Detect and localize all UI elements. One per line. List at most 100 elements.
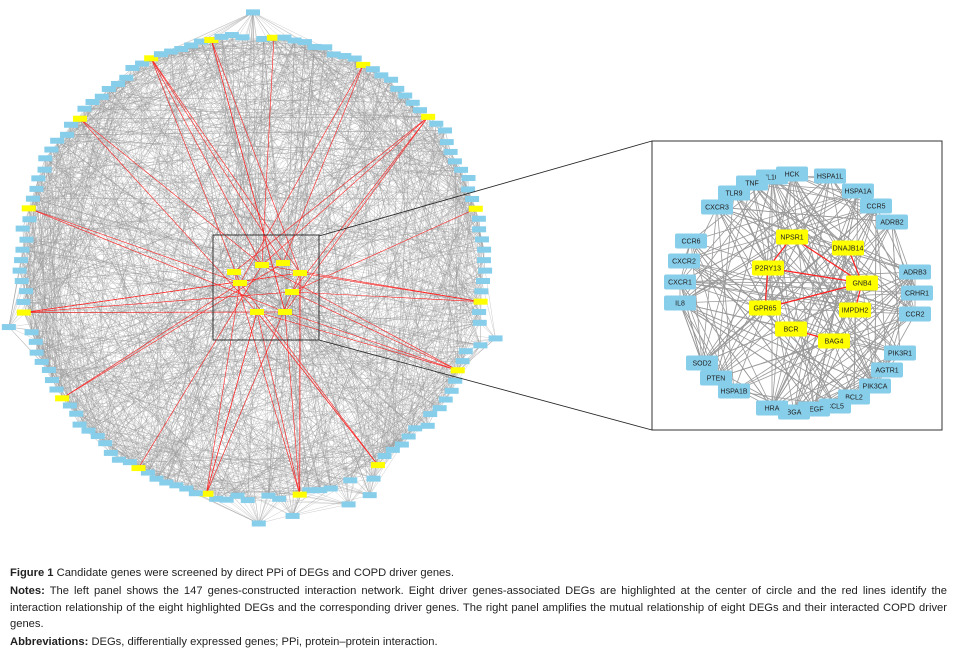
network-edge [129, 40, 295, 463]
driver-node [135, 60, 150, 67]
highlight-edge [206, 282, 241, 494]
network-edge [41, 149, 52, 362]
network-edge [292, 75, 382, 516]
driver-node [444, 387, 459, 394]
network-edge [166, 264, 263, 483]
network-edge [414, 218, 480, 429]
network-edge [36, 37, 285, 190]
driver-node [472, 319, 487, 326]
driver-node [447, 158, 462, 165]
network-edge [263, 38, 374, 479]
network-edge [36, 188, 300, 495]
driver-node [277, 34, 292, 41]
driver-node [209, 495, 224, 502]
network-edge [242, 37, 458, 371]
network-edge [853, 309, 856, 398]
network-edge [22, 249, 80, 425]
node-label: CXCR2 [672, 258, 696, 265]
network-edge [191, 45, 479, 219]
network-edge [309, 455, 385, 491]
network-edge [683, 190, 859, 262]
network-edge [186, 311, 258, 489]
network-edge [733, 192, 901, 354]
network-edge [51, 379, 167, 483]
network-edge [62, 398, 310, 491]
highlight-edge [299, 272, 481, 302]
driver-node [448, 377, 463, 384]
node-label: ADRB2 [880, 219, 903, 226]
network-edge [215, 311, 286, 499]
network-edge [384, 218, 480, 457]
network-edge [701, 205, 877, 364]
network-edge [101, 96, 177, 486]
network-edge [261, 218, 479, 266]
node-label: SOD2 [692, 360, 711, 367]
network-edge [348, 478, 374, 505]
node-label: CCL5 [826, 403, 844, 410]
driver-node [101, 85, 116, 92]
network-edge [791, 173, 893, 223]
driver-node [307, 43, 322, 50]
node-label: IL10 [765, 174, 779, 181]
driver-node-il8: IL8 [664, 295, 696, 311]
network-edge [195, 490, 310, 494]
network-edge [284, 311, 446, 400]
highlight-edge [764, 282, 863, 309]
network-edge [733, 271, 916, 392]
deg-node [468, 205, 483, 212]
left-network-panel [1, 9, 503, 527]
network-edge [354, 58, 394, 450]
network-edge [57, 140, 486, 271]
figure-abbreviations: Abbreviations: DEGs, differentially expr… [10, 634, 947, 651]
driver-node [420, 422, 435, 429]
network-edge [36, 88, 398, 353]
network-edge [261, 264, 321, 491]
node-label: BGA [787, 409, 802, 416]
network-edge [261, 95, 406, 266]
network-edge [350, 130, 446, 481]
notes-text: The left panel shows the 147 genes-const… [10, 585, 948, 630]
network-edge [716, 206, 893, 223]
network-edge [97, 47, 326, 437]
abbr-label: Abbreviations: [10, 636, 89, 648]
network-edge [28, 46, 315, 209]
network-edge [216, 370, 458, 499]
network-edge [84, 108, 286, 313]
network-edge [36, 151, 451, 353]
highlight-edge [256, 311, 301, 495]
network-edge [216, 338, 496, 499]
driver-node [472, 308, 487, 315]
network-edge [22, 228, 248, 501]
driver-node [15, 246, 30, 253]
network-edge [683, 260, 855, 398]
network-edge [701, 271, 916, 364]
driver-node [366, 475, 381, 482]
node-label: GNB4 [852, 280, 871, 287]
network-edge [226, 189, 469, 500]
network-edge [304, 41, 485, 250]
network-edge [231, 34, 466, 352]
driver-node [188, 490, 203, 497]
highlight-edge [79, 118, 258, 313]
network-edge [392, 189, 469, 450]
highlight-edge [150, 58, 301, 274]
network-edge [19, 79, 392, 271]
network-edge [45, 158, 431, 415]
network-edge [268, 64, 364, 496]
network-edge [384, 161, 456, 457]
network-edge [132, 67, 440, 409]
network-edge [221, 36, 235, 273]
driver-node [313, 487, 328, 494]
network-edge [381, 75, 452, 391]
network-edge [206, 189, 469, 494]
network-edge [22, 249, 106, 444]
network-edge [206, 271, 235, 494]
network-edge [273, 37, 409, 437]
highlight-edge [291, 116, 429, 293]
network-edge [690, 190, 859, 242]
network-edge [460, 169, 473, 200]
network-edge [32, 169, 462, 199]
network-edge [51, 140, 58, 381]
node-label: IL8 [675, 300, 685, 307]
